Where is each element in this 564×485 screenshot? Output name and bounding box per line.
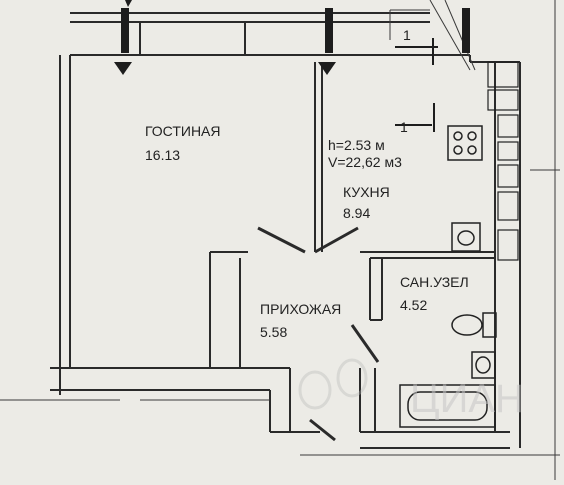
hallway-area: 5.58 [260, 324, 288, 340]
partition-walls [209, 62, 495, 432]
section-mark-lines [395, 38, 438, 132]
kitchen-volume: V=22,62 м3 [328, 154, 402, 170]
bathroom-name: САН.УЗЕЛ [400, 274, 469, 290]
kitchen-sink-icon [451, 222, 481, 252]
living-room-area: 16.13 [145, 147, 181, 163]
watermark-logo [298, 358, 368, 410]
bathroom-sink-icon [471, 351, 496, 379]
hallway-name: ПРИХОЖАЯ [260, 301, 342, 317]
stove-icon [447, 125, 483, 161]
kitchen-height: h=2.53 м [328, 137, 385, 153]
outer-walls [50, 12, 521, 449]
living-room-name: ГОСТИНАЯ [145, 123, 221, 139]
section-mark-top: 1 [403, 27, 411, 43]
toilet-icon [451, 312, 497, 338]
bathroom-area: 4.52 [400, 297, 428, 313]
kitchen-area: 8.94 [343, 205, 371, 221]
watermark-text: ЦИАН [410, 377, 524, 421]
window-markers [114, 0, 470, 75]
door-swings [257, 226, 380, 442]
bathtub-icon [399, 384, 496, 428]
kitchen-name: КУХНЯ [343, 184, 390, 200]
section-mark-right: 1 [400, 119, 408, 135]
kitchen-cabinets [487, 61, 519, 261]
